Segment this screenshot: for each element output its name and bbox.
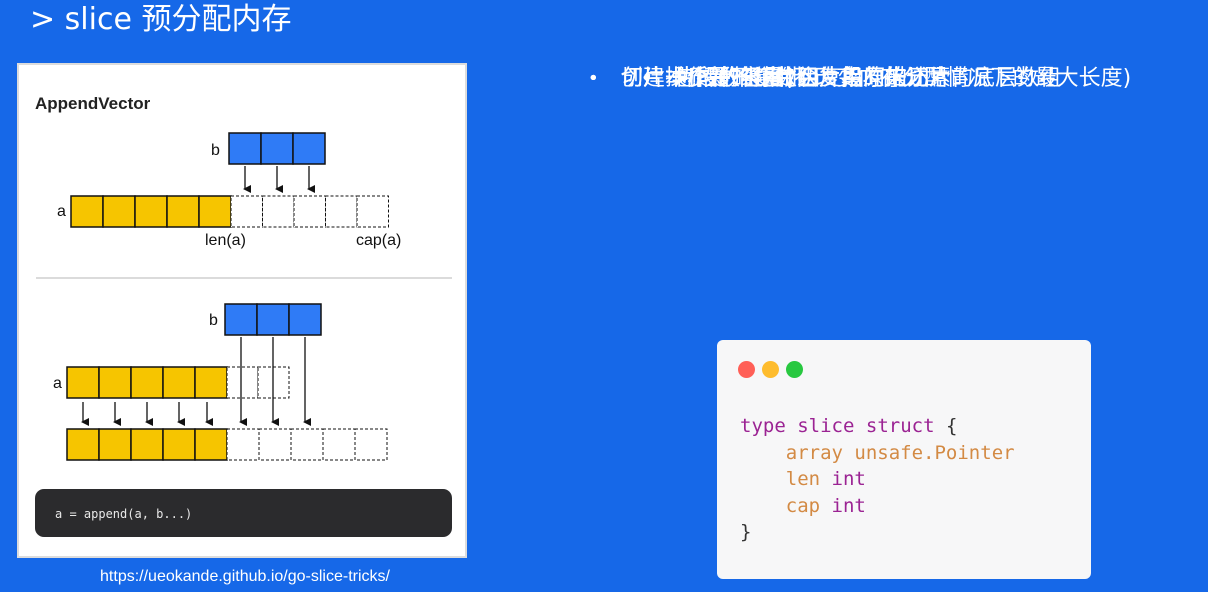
bullet-dot: • — [641, 68, 652, 89]
b-cell — [228, 132, 262, 165]
capacity-cell — [226, 366, 259, 399]
code-token: } — [740, 521, 752, 543]
code-bar — [35, 489, 452, 537]
label-b-bottom: b — [209, 312, 218, 329]
result-cell — [290, 428, 324, 461]
code-token: struct — [865, 415, 935, 437]
label-b-top: b — [211, 142, 220, 159]
bottom-arrows — [81, 337, 311, 426]
code-token: array — [785, 441, 843, 464]
top-a-cells — [70, 195, 389, 228]
code-token: slice — [797, 415, 855, 437]
a-cell — [134, 195, 168, 228]
capacity-cell — [325, 195, 358, 228]
a-cell — [102, 195, 136, 228]
bullet-dot: • — [588, 68, 599, 89]
a-cell — [166, 195, 200, 228]
result-cell — [226, 428, 260, 461]
bottom-a-cells — [66, 366, 290, 399]
b-cell — [288, 303, 322, 336]
result-cell — [194, 428, 228, 461]
a-cell — [66, 366, 100, 399]
code-token: cap — [785, 494, 821, 517]
capacity-cell — [230, 195, 263, 228]
slice-struct-code: type slice struct { array unsafe.Pointer… — [740, 413, 1015, 546]
result-cell — [130, 428, 164, 461]
capacity-cell — [356, 195, 389, 228]
top-b-cells — [228, 132, 326, 165]
minimize-dot-icon — [762, 361, 779, 378]
result-cells — [66, 428, 388, 461]
code-token: len — [785, 468, 821, 490]
maximize-dot-icon — [786, 361, 803, 378]
source-link[interactable]: https://ueokande.github.io/go-slice-tric… — [100, 568, 390, 585]
slide-title: > slice 预分配内存 — [30, 2, 292, 37]
b-cell — [256, 303, 290, 336]
code-token: { — [945, 415, 958, 437]
a-cell — [98, 366, 132, 399]
result-cell — [322, 428, 356, 461]
capacity-cell — [262, 195, 295, 228]
append-vector-figure: AppendVector b a len(a) cap(a) b a a = a… — [17, 63, 467, 558]
top-arrows — [243, 166, 315, 193]
bullet-text: 创建一个新的切片会复用原来切片的底层数组 — [621, 66, 1062, 91]
bullet-dot: • — [588, 68, 599, 89]
result-cell — [354, 428, 388, 461]
code-token: type — [740, 415, 786, 437]
label-a-top: a — [57, 203, 66, 220]
bullet-dot: • — [641, 68, 652, 89]
capacity-cell — [293, 195, 326, 228]
cap-label: cap(a) — [356, 232, 401, 249]
append-vector-diagram: AppendVector b a len(a) cap(a) b a a = a… — [35, 94, 452, 537]
code-token: int — [831, 468, 866, 490]
b-cell — [260, 132, 294, 165]
window-controls — [738, 361, 810, 382]
code-window: type slice struct { array unsafe.Pointer… — [717, 340, 1091, 579]
figure-heading: AppendVector — [35, 94, 151, 113]
len-label: len(a) — [205, 232, 246, 249]
append-code: a = append(a, b...) — [55, 507, 192, 521]
bullet-dot: • — [641, 68, 652, 89]
a-cell — [194, 366, 228, 399]
label-a-bottom: a — [53, 375, 62, 392]
a-cell — [130, 366, 164, 399]
code-token: int — [831, 494, 866, 517]
bullet-text: 切片操作并不复制切片指向的元素 — [621, 66, 952, 91]
bullet-text: 片段的容量(不改变内存分配情况下的最大长度) — [674, 66, 1132, 91]
close-dot-icon — [738, 361, 755, 378]
a-cell — [198, 195, 232, 228]
result-cell — [98, 428, 132, 461]
bottom-b-cells — [224, 303, 322, 336]
b-cell — [292, 132, 326, 165]
result-cell — [258, 428, 292, 461]
bullet-text: 切片本质是一个数组片段的描述 — [621, 66, 930, 91]
code-token: unsafe.Pointer — [854, 441, 1015, 464]
bullet-text: 片段的长度 — [674, 66, 785, 91]
result-cell — [162, 428, 196, 461]
result-cell — [66, 428, 100, 461]
bullet-text: 包括数组指针 — [674, 66, 807, 91]
b-cell — [224, 303, 258, 336]
bullet-dot: • — [588, 68, 599, 89]
a-cell — [70, 195, 104, 228]
a-cell — [162, 366, 196, 399]
